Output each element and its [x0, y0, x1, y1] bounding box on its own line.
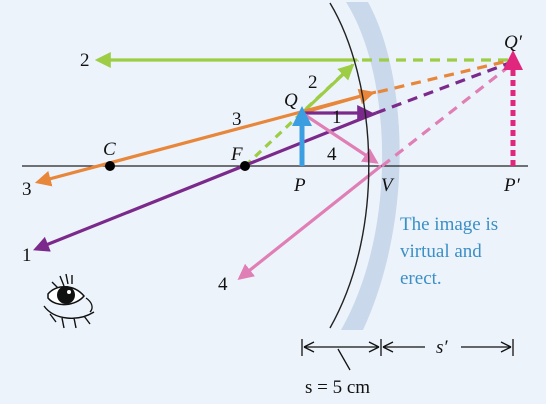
ray-3-label-mid: 3	[232, 109, 242, 130]
eye-icon	[43, 273, 95, 329]
ray-1-reflected	[33, 111, 377, 252]
ray-3-reflected	[34, 90, 377, 187]
ray-4-reflected	[237, 164, 382, 280]
mirror-silvered-band	[341, 2, 400, 330]
label-V: V	[381, 175, 395, 196]
label-F: F	[230, 144, 243, 165]
ray-3-virtual-extension	[377, 58, 513, 94]
distance-s-prime-label: s′	[436, 337, 448, 358]
ray-4-incident	[301, 111, 379, 164]
label-C: C	[103, 139, 116, 160]
ray-2-label-end: 2	[80, 50, 90, 71]
image-note-line-1: The image is	[400, 214, 498, 235]
distance-s-bracket	[301, 339, 382, 371]
focal-point	[240, 161, 250, 171]
ray-1-label-mid: 1	[332, 107, 342, 128]
ray-3-label-end: 3	[22, 179, 32, 200]
ray-4-virtual-extension	[381, 62, 513, 168]
image-note-line-3: erect.	[400, 268, 442, 289]
ray-1-label-end: 1	[22, 245, 32, 266]
label-P: P	[293, 175, 306, 196]
ray-2-incident	[300, 63, 355, 115]
label-Q: Q	[284, 90, 298, 111]
ray-4-label-mid: 4	[327, 144, 337, 165]
ray-4-label-end: 4	[218, 274, 228, 295]
mirror-surface	[329, 2, 370, 329]
label-P-prime: P′	[503, 175, 521, 196]
center-of-curvature-point	[105, 161, 115, 171]
distance-s-prime-bracket	[382, 339, 514, 356]
image-note-line-2: virtual and	[400, 241, 482, 262]
ray-1-virtual-extension	[375, 60, 513, 115]
label-Q-prime: Q′	[504, 32, 523, 53]
ray-2-label-mid: 2	[308, 72, 318, 93]
distance-s-label: s = 5 cm	[305, 377, 370, 398]
